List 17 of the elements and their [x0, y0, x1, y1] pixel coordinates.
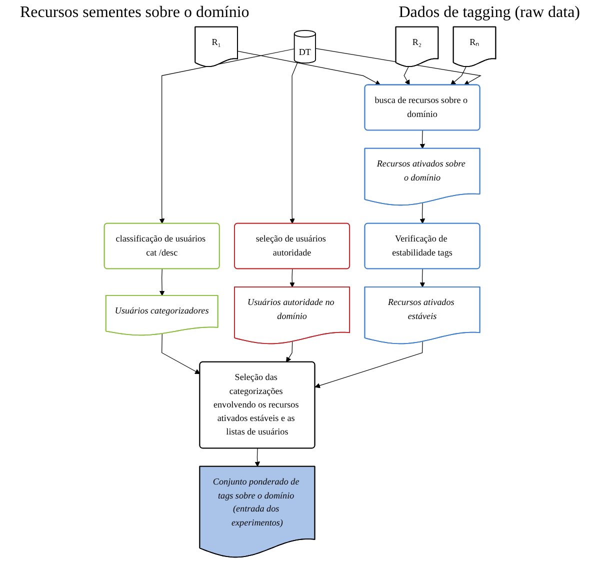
arrow	[162, 334, 200, 374]
arrow	[159, 268, 165, 296]
arrow	[314, 341, 423, 388]
arrow	[290, 268, 295, 288]
annotation-text: Dados de tagging (raw data)	[398, 4, 580, 22]
arrow	[420, 268, 426, 288]
annotation-text: Recursos sementes sobre o domínio	[20, 4, 250, 22]
arrow	[238, 50, 381, 86]
arrow	[450, 66, 466, 86]
arrow	[315, 48, 482, 86]
arrow	[290, 62, 298, 224]
arrow	[286, 341, 293, 362]
arrow	[404, 66, 410, 86]
arrow	[159, 48, 295, 224]
arrow	[420, 202, 426, 224]
arrow	[420, 130, 426, 149]
arrow	[254, 448, 260, 467]
